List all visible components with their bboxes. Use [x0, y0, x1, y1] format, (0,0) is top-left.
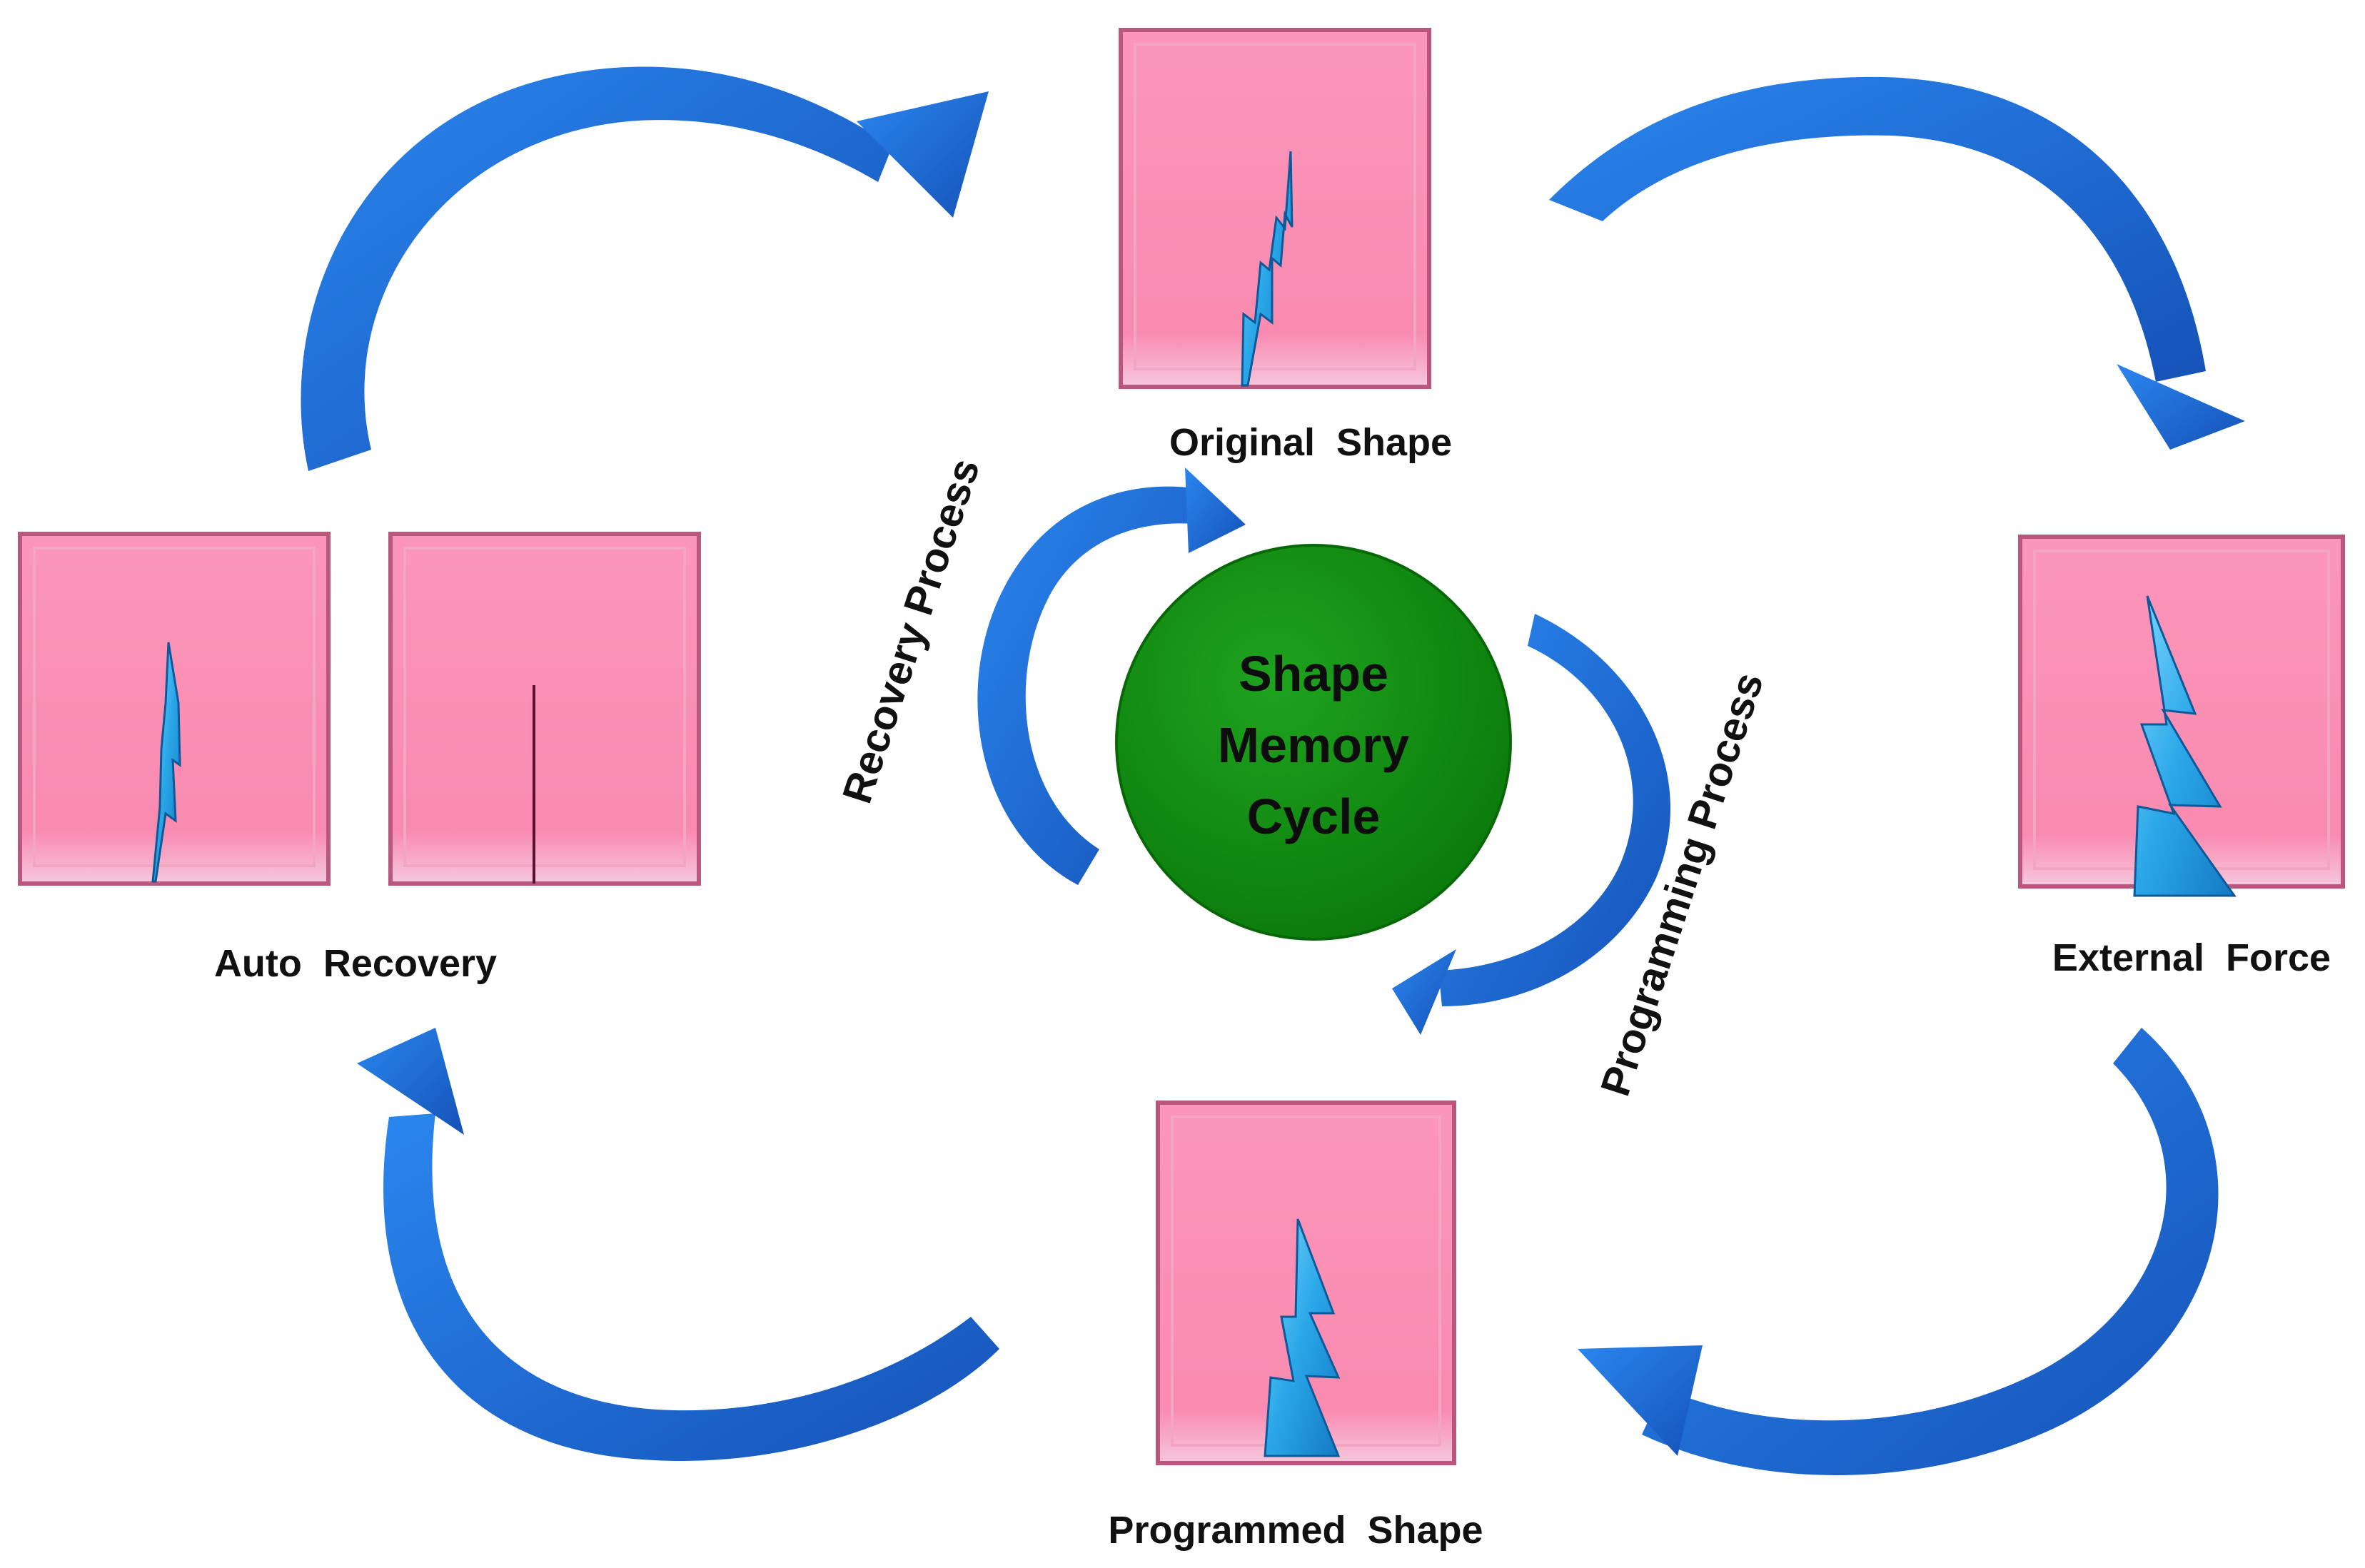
auto-recovery-label: Auto Recovery	[214, 942, 497, 985]
arrow-recovery-process	[977, 467, 1246, 885]
auto-recovery-block-right	[388, 532, 701, 886]
recovery-process-label: Recovery Process	[834, 453, 989, 809]
external-force-label: External Force	[2052, 936, 2331, 979]
crack-icon	[1241, 151, 1294, 387]
center-label-line-1: Shape	[1239, 646, 1388, 702]
arrow-programmed-to-auto	[357, 1028, 999, 1462]
crack-icon	[2133, 595, 2237, 897]
original-shape-label: Original Shape	[1169, 421, 1452, 464]
programmed-shape-label: Programmed Shape	[1108, 1509, 1483, 1552]
center-circle: Shape Memory Cycle	[1115, 544, 1512, 941]
programmed-shape-block	[1156, 1101, 1456, 1465]
arrow-auto-to-original	[301, 66, 989, 471]
center-label-line-2: Memory	[1218, 717, 1409, 773]
arrow-original-to-external	[1549, 76, 2245, 450]
center-label-line-3: Cycle	[1247, 789, 1381, 844]
crack-icon	[151, 642, 181, 883]
original-shape-block	[1119, 28, 1431, 389]
auto-recovery-block-left	[18, 532, 331, 886]
arrow-external-to-programmed	[1578, 1028, 2219, 1476]
external-force-block	[2018, 535, 2345, 897]
crack-icon	[1264, 1218, 1341, 1457]
arrow-programming-process	[1392, 614, 1671, 1035]
